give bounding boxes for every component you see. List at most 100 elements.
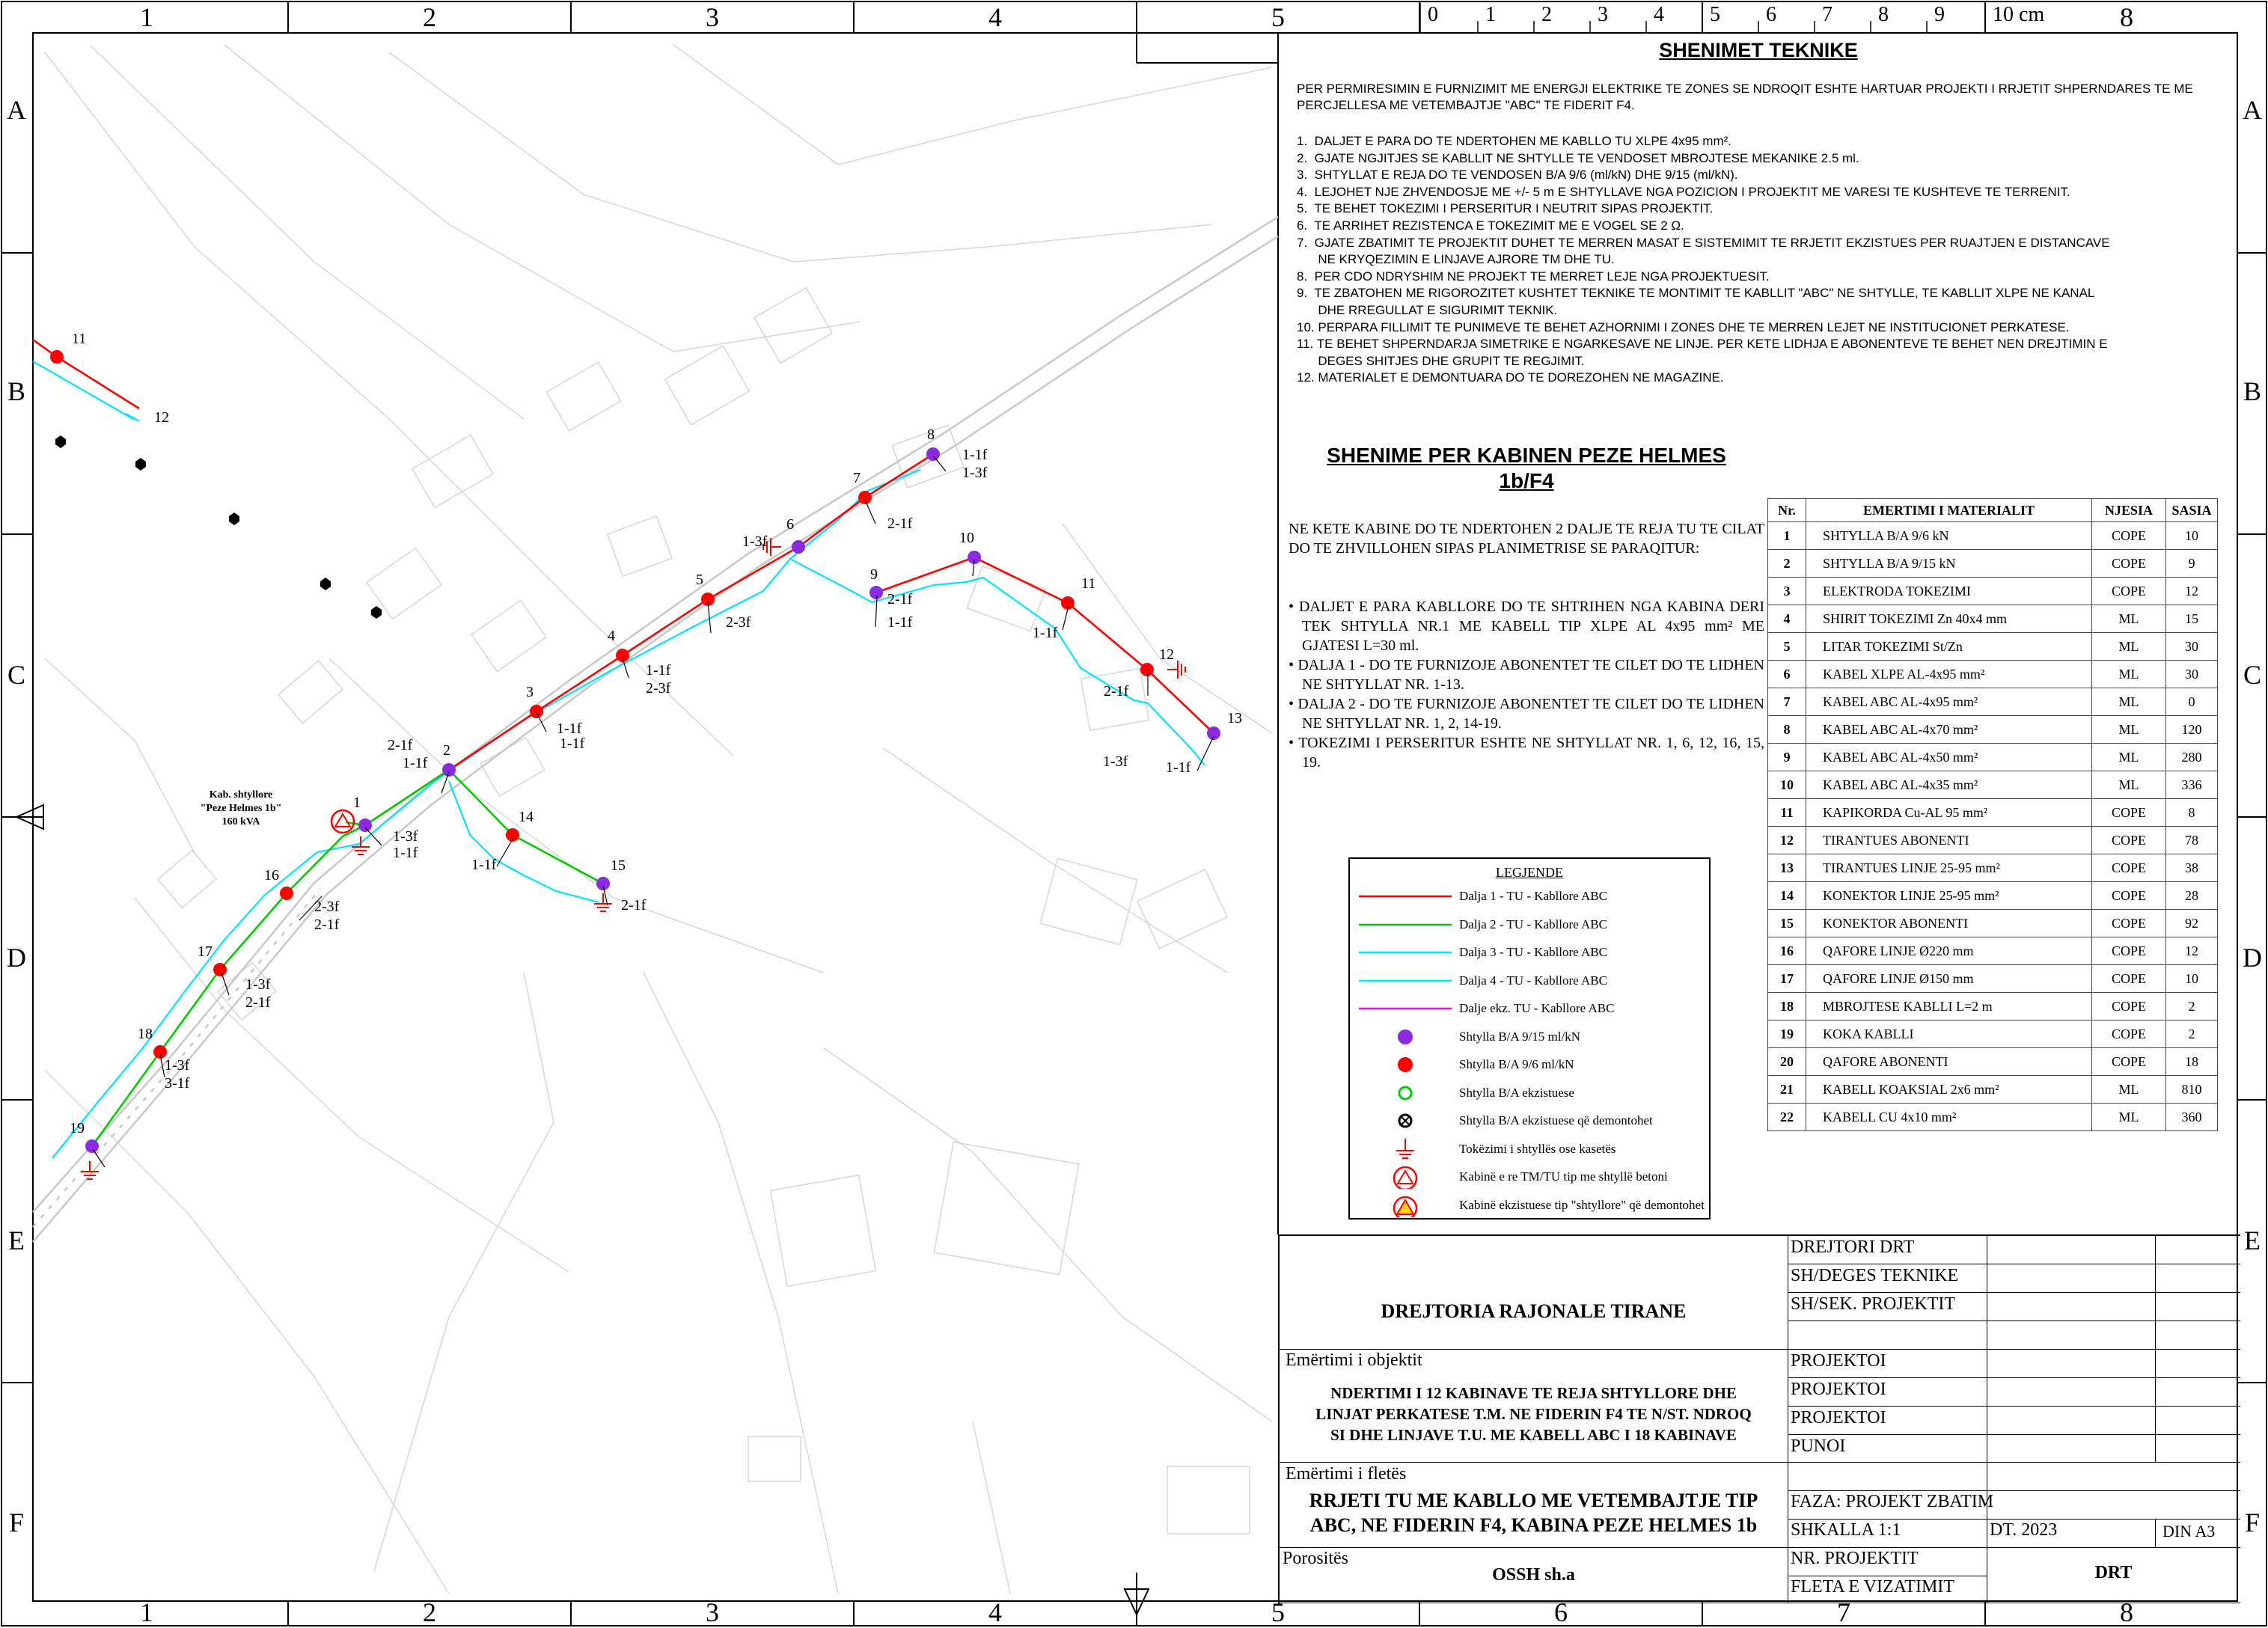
table-cell: 336 (2165, 771, 2218, 799)
pole-number-label: 16 (264, 867, 279, 884)
table-header-cell: Nr. (1767, 498, 1806, 522)
table-cell: SHTYLLA B/A 9/15 kN (1806, 549, 2092, 578)
table-cell: KABEL ABC AL-4x70 mm² (1806, 715, 2092, 744)
table-cell: 18 (2165, 1047, 2218, 1076)
legend-label: Shtylla B/A 9/15 ml/kN (1459, 1029, 1580, 1044)
grid-col-label-bottom: 4 (988, 1597, 1002, 1627)
legend-title: LEGJENDE (1496, 865, 1563, 880)
table-cell: 2 (2165, 992, 2218, 1020)
poles (50, 350, 1220, 1153)
technical-note-item: 9. TE ZBATOHEN ME RIGOROZITET KUSHTET TE… (1297, 286, 2095, 301)
table-cell: COPE (2091, 881, 2166, 910)
network-red (32, 338, 1214, 827)
tb-phase: FAZA: PROJEKT ZBATIM (1791, 1492, 1994, 1511)
table-cell: ML (2091, 605, 2166, 633)
legend-item: Dalja 4 - TU - Kabllore ABC (1350, 970, 1709, 993)
table-cell: MBROJTESE KABLLI L=2 m (1806, 992, 2092, 1020)
table-cell: 13 (1767, 854, 1806, 882)
cadastral-background (44, 44, 1273, 1594)
tb-sheet-label: Emërtimi i fletës (1286, 1464, 1407, 1484)
ruler-label: 4 (1654, 3, 1664, 26)
table-cell: 810 (2165, 1075, 2218, 1104)
phase-annotation: 1-1f (557, 720, 582, 737)
phase-annotation: 2-1f (245, 994, 271, 1011)
legend-symbol-cabin-new (1393, 1166, 1418, 1189)
legend-symbol-dot (1398, 1029, 1413, 1044)
table-cell: KABEL ABC AL-4x95 mm² (1806, 688, 2092, 716)
phase-annotation: 1-1f (471, 857, 497, 873)
legend-item: Dalja 1 - TU - Kabllore ABC (1350, 886, 1709, 908)
tb-client-label: Porositës (1283, 1549, 1349, 1568)
pole-9-6 (858, 491, 872, 504)
legend-symbol-dot (1398, 1057, 1413, 1072)
table-cell: 15 (1767, 909, 1806, 937)
pole-number-label: 11 (1081, 575, 1095, 592)
phase-annotation: 2-1f (388, 737, 413, 753)
table-cell: 38 (2165, 854, 2218, 882)
pole-number-label: 15 (611, 857, 626, 874)
table-cell: COPE (2091, 521, 2166, 550)
tb-object-name: NDERTIMI I 12 KABINAVE TE REJA SHTYLLORE… (1280, 1383, 1788, 1445)
table-cell: 280 (2165, 743, 2218, 771)
legend: LEGJENDE Dalja 1 - TU - Kabllore ABC Dalj… (1348, 857, 1711, 1220)
network-cyan (32, 361, 1205, 1159)
cabin-note-bullet: DALJET E PARA KABLLORE DO TE SHTRIHEN NG… (1289, 597, 1764, 655)
legend-symbol-line (1359, 979, 1452, 982)
legend-label: Dalja 1 - TU - Kabllore ABC (1459, 889, 1607, 903)
pole-9-6 (616, 649, 629, 662)
table-cell: 15 (2165, 605, 2218, 633)
legend-symbol-line (1359, 1007, 1452, 1010)
pole-9-6 (506, 828, 519, 842)
table-cell: 12 (2165, 577, 2218, 605)
table-cell: KABELL KOAKSIAL 2x6 mm² (1806, 1075, 2092, 1104)
technical-note-item: 2. GJATE NGJITJES SE KABLLIT NE SHTYLLE … (1297, 150, 1859, 165)
grid-col-label-top: 5 (1271, 2, 1285, 32)
phase-annotation: 1-1f (393, 845, 418, 861)
pole-number-label: 6 (786, 516, 794, 533)
phase-annotation: 1-3f (962, 465, 988, 481)
table-cell: COPE (2091, 798, 2166, 827)
table-cell: 12 (1767, 826, 1806, 854)
technical-note-item: 3. SHTYLLAT E REJA DO TE VENDOSEN B/A 9/… (1297, 168, 1738, 183)
tb-object-label: Emërtimi i objektit (1286, 1350, 1422, 1370)
legend-item: Tokëzimi i shtyllës ose kasetës (1350, 1138, 1709, 1161)
technical-note-item: 4. LEJOHET NJE ZHVENDOSJE ME +/- 5 m E S… (1297, 184, 2070, 199)
table-cell: 11 (1767, 798, 1806, 827)
tb-sheet-line: RRJETI TU ME KABLLO ME VETEMBAJTJE TIP (1309, 1490, 1758, 1511)
table-cell: ML (2091, 688, 2166, 716)
legend-item: Dalja 3 - TU - Kabllore ABC (1350, 942, 1709, 964)
road (32, 215, 1279, 1243)
phase-annotation: 1-3f (165, 1057, 190, 1074)
pole-number-label: 8 (927, 426, 935, 443)
pole-9-6 (213, 963, 227, 976)
grid-row-label-left: A (7, 95, 26, 125)
table-cell: KAPIKORDA Cu-AL 95 mm² (1806, 798, 2092, 827)
phase-annotation: 2-1f (887, 515, 913, 532)
cabin-notes-bullets: DALJET E PARA KABLLORE DO TE SHTRIHEN NG… (1289, 597, 1764, 772)
table-cell: COPE (2091, 549, 2166, 578)
table-cell: COPE (2091, 854, 2166, 882)
table-header-cell: SASIA (2165, 498, 2218, 522)
table-header-cell: EMERTIMI I MATERIALIT (1806, 498, 2092, 522)
tb-project-no-label: NR. PROJEKTIT (1791, 1549, 1919, 1568)
annotation-leaders (92, 456, 1214, 1168)
tb-object-line: LINJAT PERKATESE T.M. NE FIDERIN F4 TE N… (1315, 1405, 1752, 1423)
technical-note-item: 8. PER CDO NDRYSHIM NE PROJEKT TE MERRET… (1297, 269, 1770, 284)
table-cell: 12 (2165, 937, 2218, 965)
table-cell: ELEKTRODA TOKEZIMI (1806, 577, 2092, 605)
pole-9-15 (869, 586, 883, 599)
table-cell: 22 (1767, 1103, 1806, 1131)
phase-annotation: 2-1f (887, 591, 913, 608)
grid-col-label-bottom: 5 (1271, 1597, 1285, 1627)
technical-notes-intro: PER PERMIRESIMIN E FURNIZIMIT ME ENERGJI… (1297, 82, 2193, 112)
tb-code: DRT (2094, 1563, 2133, 1582)
phase-annotation: 1-1f (887, 614, 913, 631)
table-cell: ML (2091, 1075, 2166, 1104)
grid-row-label-right: E (2244, 1225, 2261, 1255)
legend-label: Dalja 4 - TU - Kabllore ABC (1459, 973, 1607, 988)
